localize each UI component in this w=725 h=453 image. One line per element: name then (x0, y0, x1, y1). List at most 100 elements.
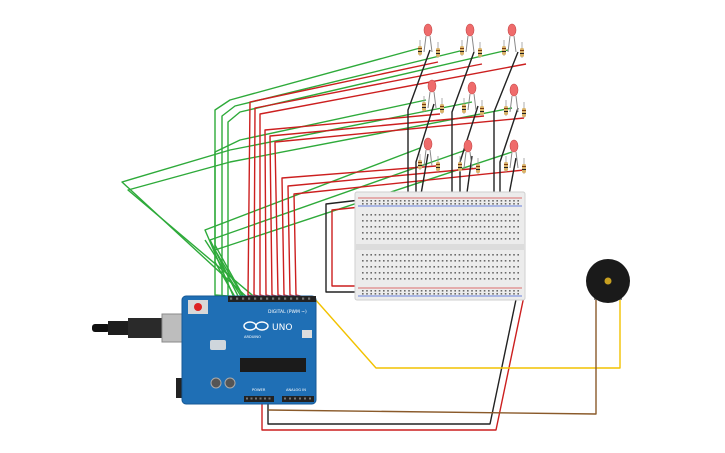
header-pin[interactable] (309, 397, 311, 400)
header-pin[interactable] (308, 297, 311, 300)
breadboard-hole (374, 254, 377, 256)
breadboard-hole (391, 238, 393, 240)
breadboard-hole (446, 238, 448, 240)
breadboard-hole (509, 220, 511, 222)
wire-green[interactable] (121, 101, 473, 301)
breadboard-hole (383, 238, 385, 240)
wire-red[interactable] (261, 295, 525, 431)
breadboard-hole (416, 278, 419, 280)
header-pin[interactable] (236, 297, 239, 300)
led-with-resistor[interactable] (458, 139, 480, 174)
header-pin[interactable] (254, 297, 257, 300)
resistor-band (462, 106, 466, 107)
wire-black[interactable] (493, 51, 519, 200)
breadboard-hole (416, 272, 419, 274)
breadboard-hole (496, 278, 498, 280)
header-pin[interactable] (272, 297, 275, 300)
header-pin[interactable] (302, 297, 305, 300)
resistor-band (522, 110, 526, 111)
header-pin[interactable] (268, 397, 271, 400)
breadboard-hole (395, 220, 398, 222)
wire-red[interactable] (331, 205, 371, 287)
breadboard-hole (387, 254, 389, 256)
breadboard-hole (362, 278, 364, 280)
header-pin[interactable] (259, 397, 262, 400)
led-with-resistor[interactable] (462, 81, 484, 116)
header-pin[interactable] (260, 297, 263, 300)
header-pin[interactable] (304, 397, 306, 400)
wire-green[interactable] (127, 107, 513, 301)
breadboard-hole (425, 203, 427, 205)
breadboard[interactable] (354, 191, 526, 301)
wire-green[interactable] (214, 151, 513, 301)
led-with-resistor[interactable] (422, 79, 444, 114)
header-pin[interactable] (289, 397, 291, 400)
led-with-resistor[interactable] (418, 23, 440, 58)
wire-black[interactable] (451, 51, 475, 200)
breadboard-hole (437, 260, 440, 262)
breadboard-hole (462, 214, 465, 216)
breadboard-hole (425, 278, 427, 280)
header-pin[interactable] (278, 297, 281, 300)
wire-brown[interactable] (267, 296, 597, 415)
breadboard-hole (517, 290, 519, 292)
header-pin[interactable] (284, 397, 286, 400)
arduino-uno-board[interactable]: DIGITAL (PWM ~) UNO ARDUINO POWER ANALOG… (92, 295, 317, 405)
breadboard-hole (483, 214, 486, 216)
breadboard-hole (454, 254, 456, 256)
breadboard-hole (446, 266, 448, 268)
wire-yellow[interactable] (313, 296, 621, 369)
breadboard-hole (374, 238, 377, 240)
header-pin[interactable] (264, 397, 266, 400)
header-pin[interactable] (296, 297, 299, 300)
breadboard-hole (408, 254, 410, 256)
wire-black[interactable] (267, 289, 519, 425)
breadboard-hole (450, 260, 452, 262)
led-with-resistor[interactable] (504, 83, 526, 118)
reset-button[interactable] (194, 303, 202, 311)
capacitor (224, 377, 236, 389)
breadboard-hole (395, 272, 398, 274)
led-with-resistor[interactable] (502, 23, 524, 58)
header-pin[interactable] (230, 297, 233, 300)
led-with-resistor[interactable] (460, 23, 482, 58)
header-pin[interactable] (266, 297, 269, 300)
breadboard-hole (513, 200, 515, 202)
resistor-band (522, 169, 526, 170)
breadboard-hole (370, 220, 372, 222)
breadboard-hole (517, 254, 519, 256)
breadboard-hole (471, 290, 473, 292)
header-pin[interactable] (246, 397, 248, 400)
header-pin[interactable] (294, 397, 296, 400)
led-with-resistor[interactable] (504, 139, 526, 174)
header-pin[interactable] (255, 397, 257, 400)
piezo-buzzer[interactable] (586, 259, 630, 303)
header-pin[interactable] (284, 297, 287, 300)
breadboard-hole (420, 278, 423, 280)
wire-black[interactable] (415, 103, 435, 200)
header-pin[interactable] (299, 397, 301, 400)
breadboard-hole (488, 254, 490, 256)
wire-black[interactable] (499, 107, 519, 200)
breadboard-hole (450, 226, 452, 228)
wire-black[interactable] (325, 199, 361, 293)
header-pin[interactable] (242, 297, 245, 300)
breadboard-hole (366, 238, 368, 240)
wire-black[interactable] (459, 105, 479, 200)
wire-black[interactable] (407, 49, 431, 200)
breadboard-hole (513, 220, 515, 222)
breadboard-hole (488, 238, 490, 240)
wire-green[interactable] (204, 147, 421, 301)
header-pin[interactable] (290, 297, 293, 300)
header-pin[interactable] (250, 397, 253, 400)
resistor-band (418, 48, 422, 49)
led-with-resistor[interactable] (418, 137, 440, 172)
breadboard-hole (433, 214, 435, 216)
breadboard-hole (479, 260, 482, 262)
breadboard-hole (467, 272, 469, 274)
usb-cable-end (92, 324, 110, 332)
breadboard-hole (429, 293, 431, 295)
breadboard-hole (446, 200, 448, 202)
header-pin[interactable] (248, 297, 251, 300)
breadboard-hole (433, 226, 435, 228)
